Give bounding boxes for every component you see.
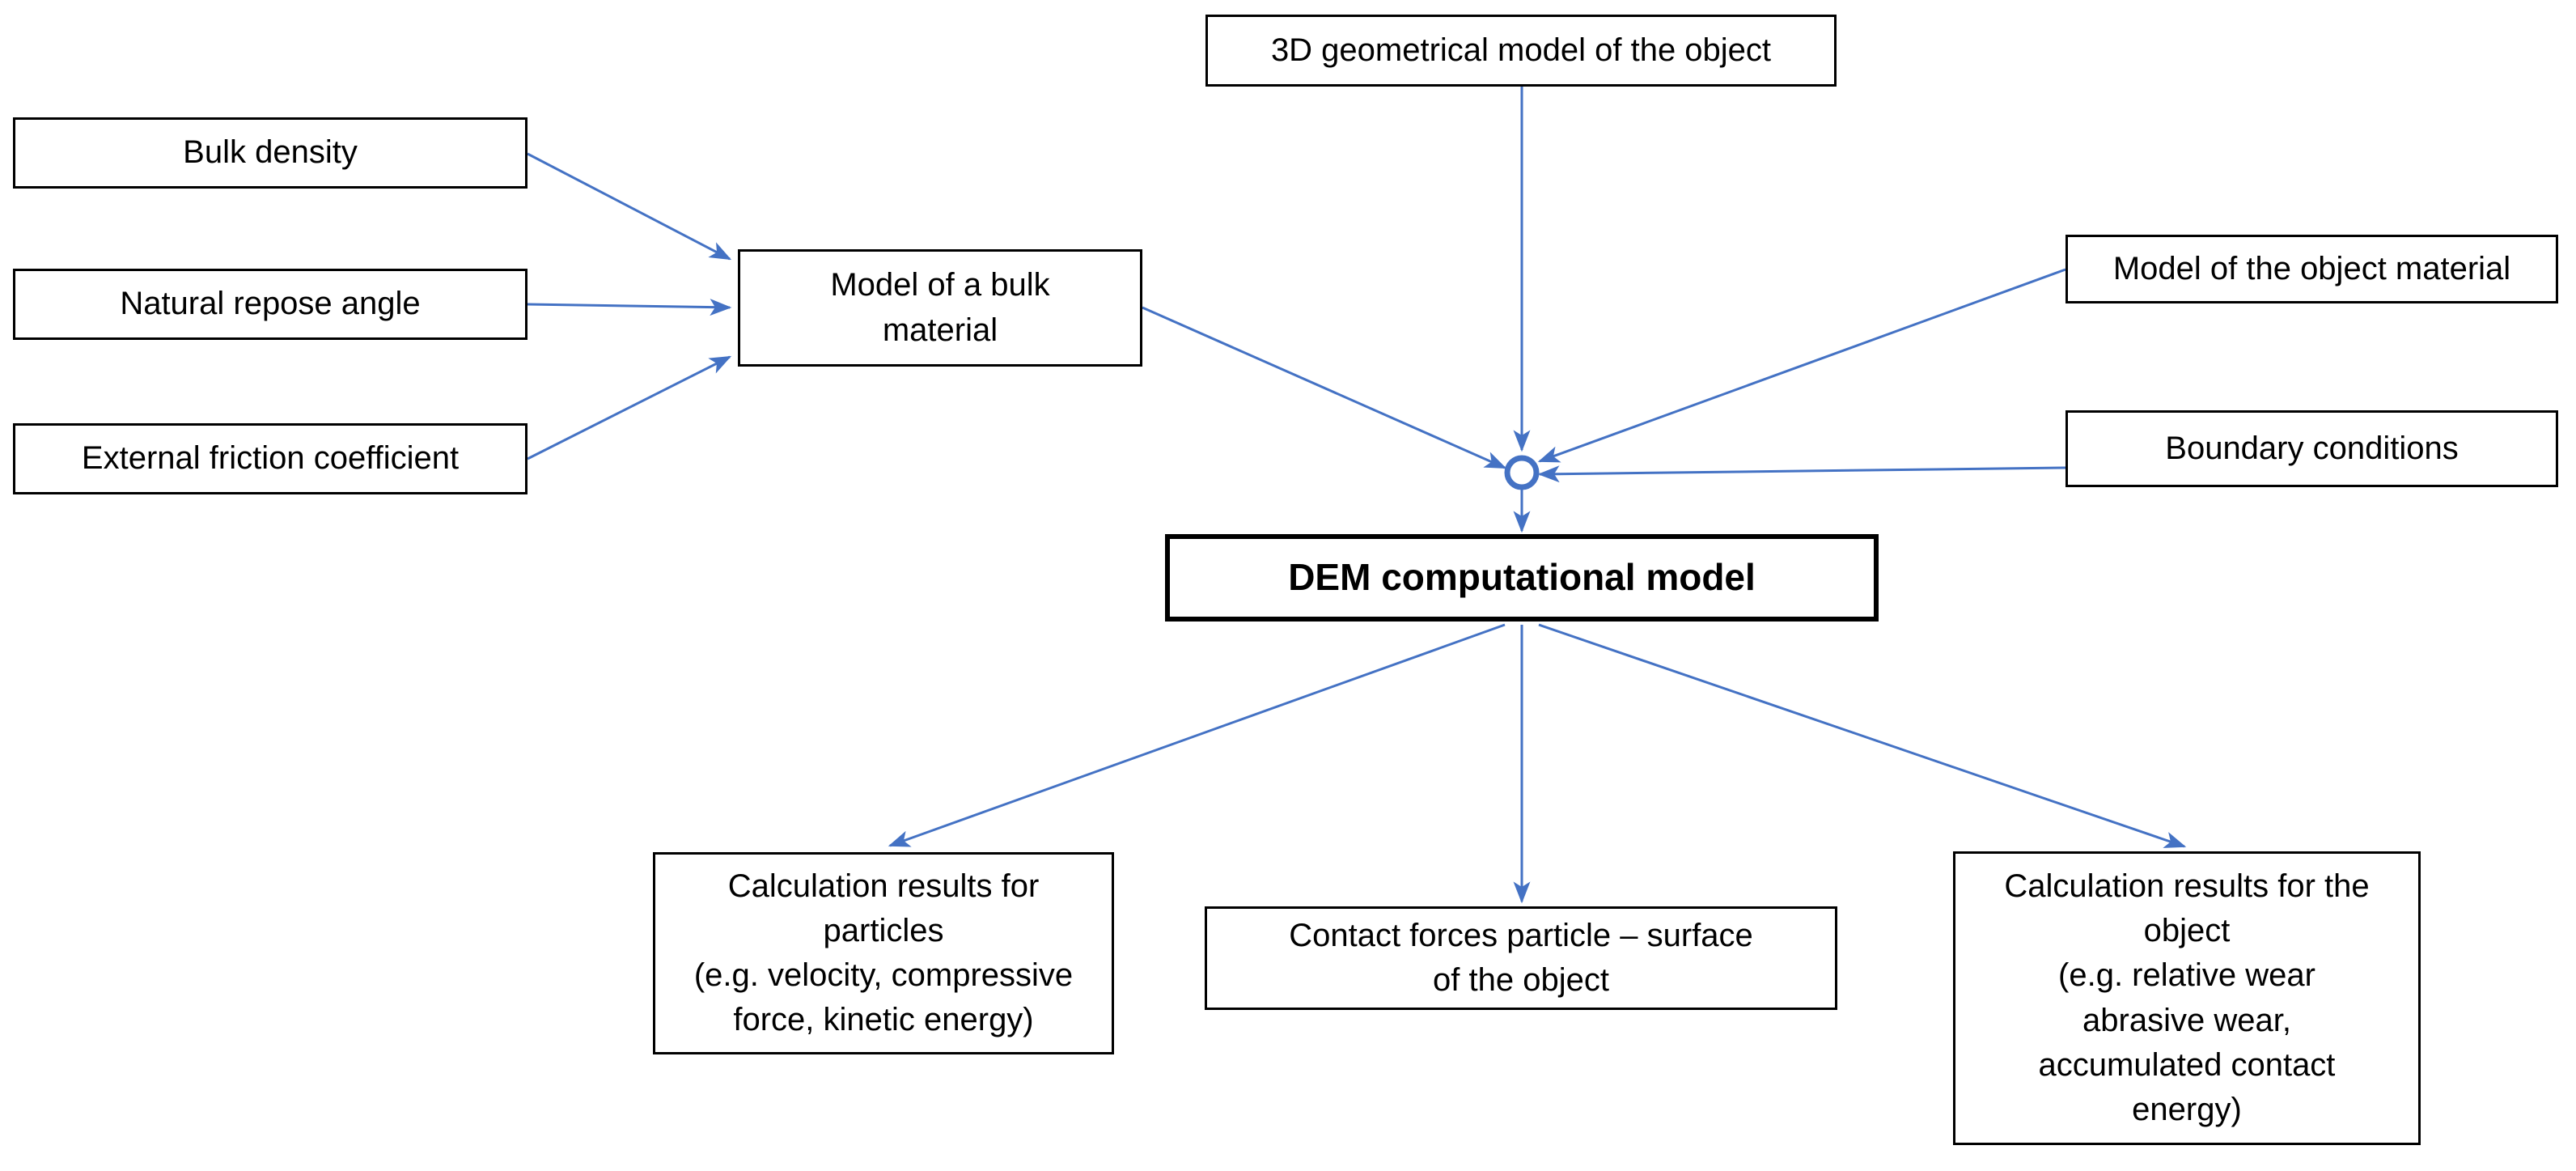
junction-circle-icon (1504, 455, 1540, 490)
edge-repose-angle-to-model (527, 299, 732, 316)
edge-dem-to-results-object (1538, 623, 2187, 848)
node-contact-forces[interactable]: Contact forces particle – surface of the… (1205, 906, 1837, 1010)
node-model-bulk-material[interactable]: Model of a bulk material (738, 249, 1142, 367)
edge-object-material-to-junction (1537, 268, 2066, 463)
edge-dem-to-results-particles (888, 623, 1506, 847)
edge-friction-to-model (527, 355, 732, 460)
node-results-particles[interactable]: Calculation results for particles (e.g. … (653, 852, 1114, 1054)
edge-bulk-density-to-model (527, 152, 732, 261)
node-results-object[interactable]: Calculation results for the object (e.g.… (1953, 851, 2421, 1145)
edge-model-to-junction (1142, 306, 1507, 469)
node-external-friction[interactable]: External friction coefficient (13, 423, 527, 494)
node-object-material-model[interactable]: Model of the object material (2065, 235, 2558, 303)
node-boundary-conditions[interactable]: Boundary conditions (2065, 410, 2558, 487)
node-dem-computational-model[interactable]: DEM computational model (1165, 534, 1879, 622)
node-bulk-density[interactable]: Bulk density (13, 117, 527, 189)
node-geometrical-model[interactable]: 3D geometrical model of the object (1205, 15, 1837, 87)
node-natural-repose-angle[interactable]: Natural repose angle (13, 269, 527, 340)
edge-boundary-conditions-to-junction (1537, 465, 2066, 483)
